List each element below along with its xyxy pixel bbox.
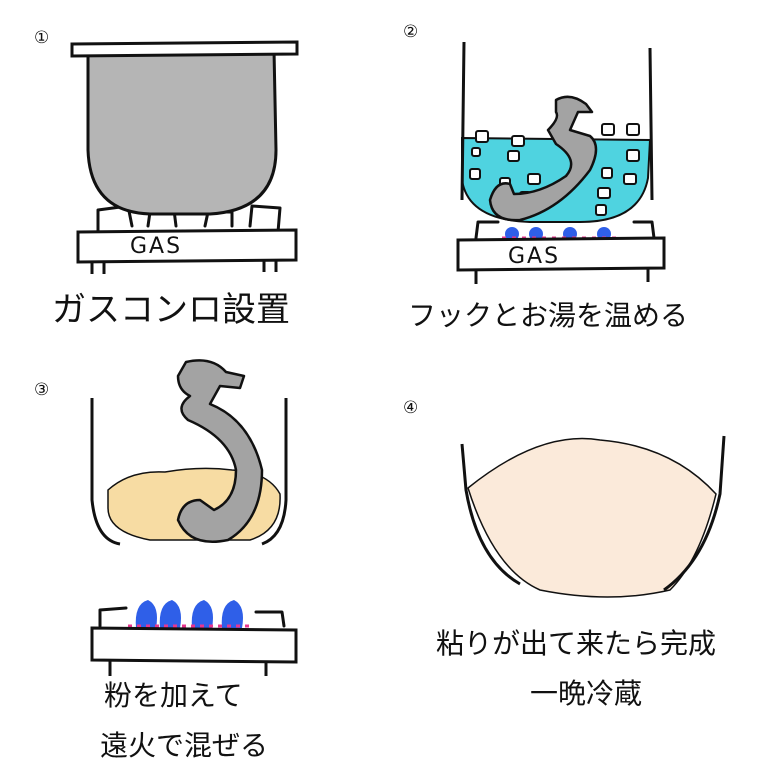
stove-body [90, 626, 298, 664]
step-caption-line-2: 一晩冷蔵 [530, 677, 643, 710]
stove-body [76, 228, 298, 264]
hook [176, 359, 264, 544]
stove-label: GAS [130, 234, 183, 259]
step-number: ④ [403, 398, 419, 418]
step-caption-line-2: 遠火で混ぜる [100, 729, 269, 762]
step-number: ② [403, 22, 419, 42]
stove-body [456, 236, 666, 272]
step-caption-line-1: 粉を加えて [104, 679, 243, 712]
pot [86, 48, 278, 216]
hook [488, 95, 598, 222]
stove-label: GAS [508, 244, 561, 269]
step-number: ① [34, 28, 50, 48]
pot-rim [70, 40, 299, 58]
flames [128, 600, 250, 628]
step-number: ③ [34, 380, 50, 400]
step-caption: ガスコンロ設置 [52, 290, 290, 330]
step-caption-line-1: 粘りが出て来たら完成 [436, 627, 717, 660]
step-caption: フックとお湯を温める [408, 299, 689, 332]
finished-dough [467, 437, 717, 598]
